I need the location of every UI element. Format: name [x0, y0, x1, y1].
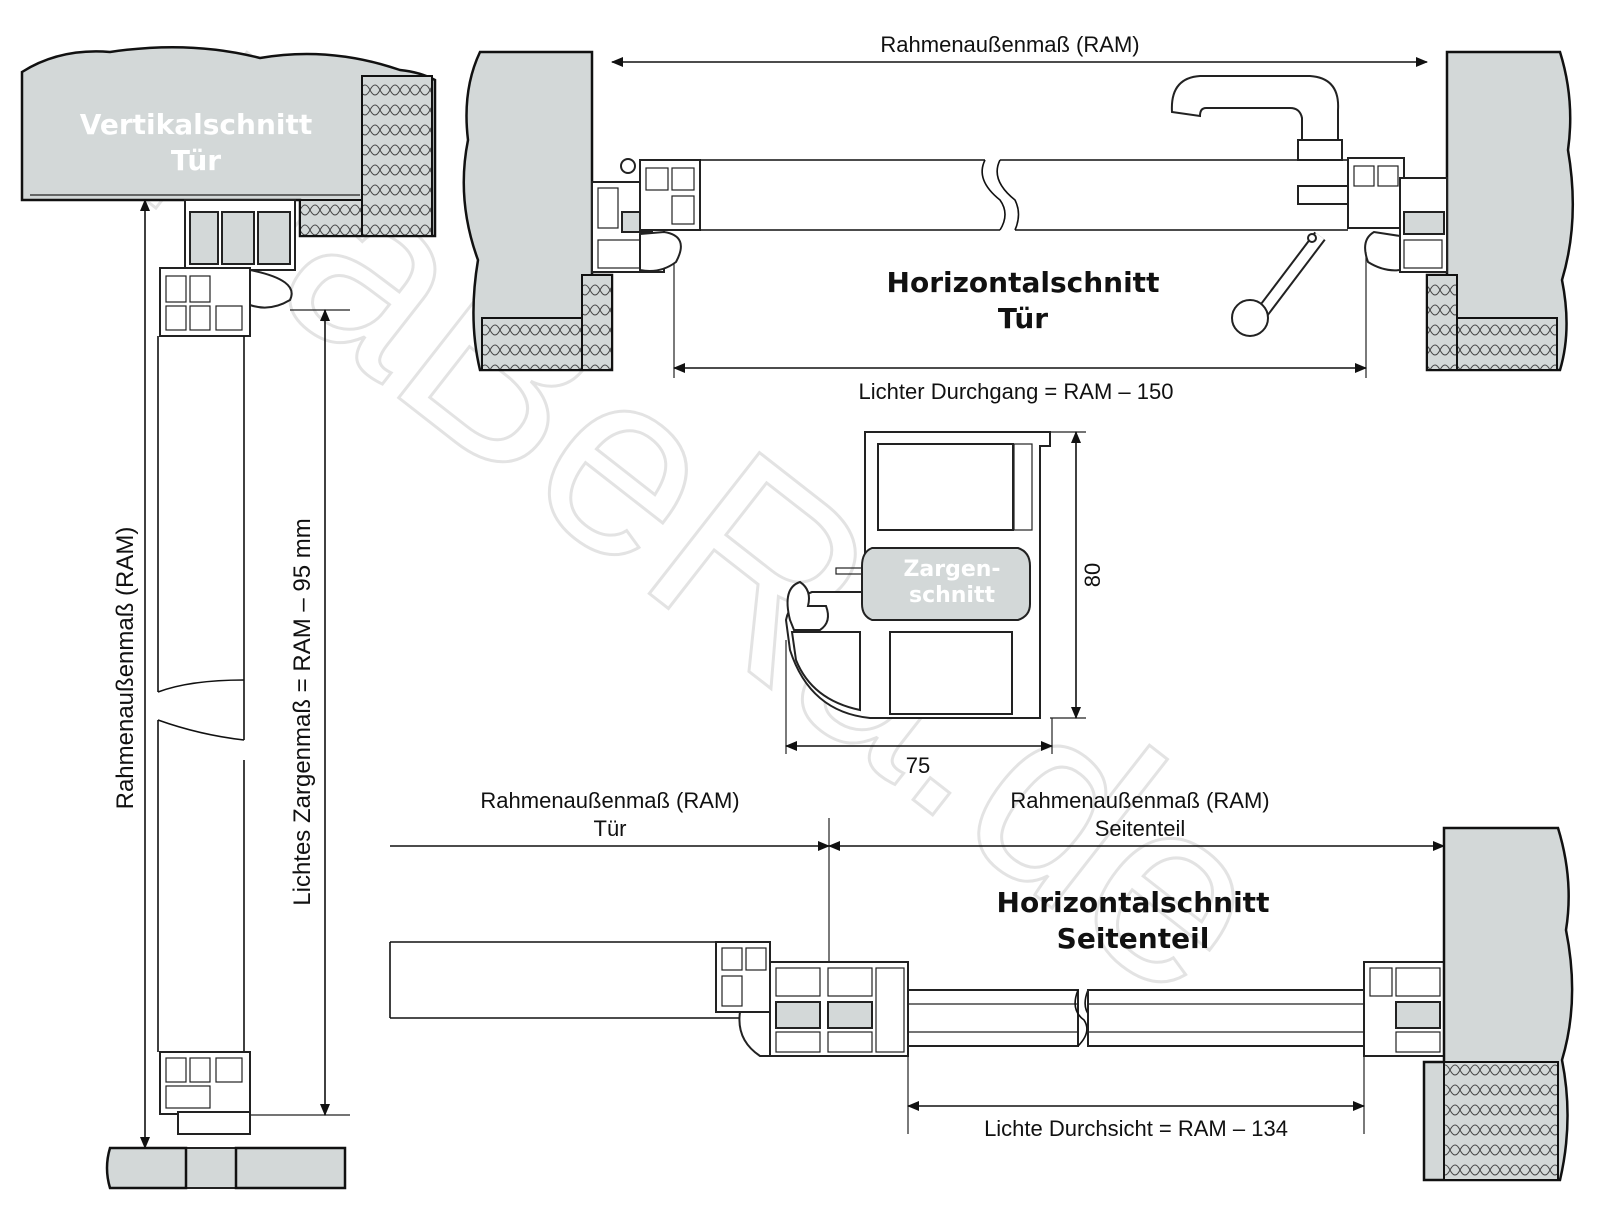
bottom-horizontal-section: Rahmenaußenmaß (RAM) Tür Rahmenaußenmaß …	[389, 788, 1574, 1182]
top-left-insulation-side	[581, 274, 613, 371]
vertical-floor-right	[234, 1146, 347, 1190]
top-horizontal-section: Rahmenaußenmaß (RAM) Horizontalschnitt T…	[462, 32, 1575, 404]
zargen-upper-side	[1013, 443, 1033, 531]
lichte-durchsicht-label: Lichte Durchsicht = RAM – 134	[984, 1116, 1288, 1141]
bottom-title-line2: Seitenteil	[1057, 922, 1210, 955]
vertical-title-line2: Tür	[171, 144, 221, 177]
bottom-glazing	[907, 989, 1365, 1047]
vertical-floor	[105, 1146, 188, 1190]
zargen-rounded-nose	[790, 631, 861, 712]
zargen-center-chamber	[861, 547, 1031, 621]
ram-seitenteil-label-line1: Rahmenaußenmaß (RAM)	[1010, 788, 1269, 813]
top-title-line2: Tür	[998, 302, 1048, 335]
vertical-section: Vertikalschnitt Tür	[20, 45, 437, 1190]
bottom-right-insulation	[1443, 1061, 1559, 1181]
vertical-lintel-wall	[20, 45, 437, 238]
top-ram-label: Rahmenaußenmaß (RAM)	[880, 32, 1139, 57]
vertical-lintel-insulation	[361, 75, 433, 237]
dim-75-label: 75	[906, 753, 930, 778]
zargen-seal	[786, 580, 829, 631]
top-left-wall	[462, 50, 614, 372]
top-right-wall	[1425, 50, 1575, 372]
ram-tuer-label-line1: Rahmenaußenmaß (RAM)	[480, 788, 739, 813]
bottom-door-leaf	[389, 941, 760, 1019]
dim-80-label: 80	[1080, 563, 1105, 587]
zargen-lower-chamber	[889, 631, 1013, 715]
zargen-label-line1: Zargen-	[903, 557, 1000, 582]
top-left-frame-profile	[591, 158, 701, 273]
top-right-frame-profile	[1347, 157, 1448, 273]
zargen-upper-chamber	[877, 443, 1014, 531]
bottom-coupling-profile	[769, 961, 909, 1057]
zargen-fin	[835, 567, 863, 575]
ram-seitenteil-label-line2: Seitenteil	[1095, 816, 1186, 841]
lichtes-zargenmass-label: Lichtes Zargenmaß = RAM – 95 mm	[289, 518, 316, 905]
lichter-durchgang-label: Lichter Durchgang = RAM – 150	[859, 379, 1174, 404]
ram-tuer-label-line2: Tür	[594, 816, 627, 841]
zargen-label-line2: schnitt	[909, 583, 996, 608]
vertical-lintel-insulation-2	[299, 199, 363, 237]
vertical-top-frame-profile	[159, 199, 296, 337]
vertical-bottom-frame-profile	[159, 1051, 251, 1189]
top-door-leaf	[700, 159, 1348, 231]
vertical-ram-label: Rahmenaußenmaß (RAM)	[112, 527, 139, 810]
top-title-line1: Horizontalschnitt	[887, 266, 1160, 299]
zargen-section: Zargen- schnitt 80 75	[784, 431, 1105, 778]
top-right-insulation-side	[1426, 274, 1458, 371]
vertical-door-leaf	[157, 336, 245, 1052]
bottom-right-frame-profile	[1363, 961, 1445, 1057]
vertical-title-line1: Vertikalschnitt	[80, 108, 313, 141]
bottom-title-line1: Horizontalschnitt	[997, 886, 1270, 919]
